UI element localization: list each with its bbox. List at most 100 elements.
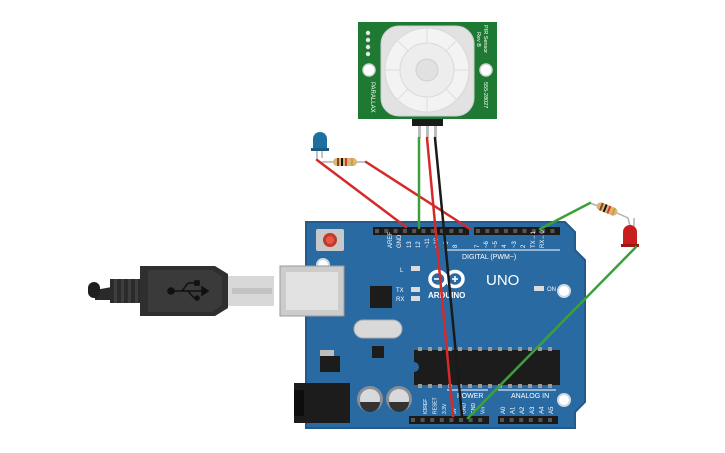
digital-pin-label: 7 xyxy=(475,244,481,248)
header-pin-hole[interactable] xyxy=(459,418,463,422)
small-chip xyxy=(372,346,384,358)
chip-pin xyxy=(488,347,492,351)
header-pin-hole[interactable] xyxy=(541,229,546,233)
on-label: ON xyxy=(547,287,556,293)
pir-part-number: 555-28027 xyxy=(482,82,488,108)
chip-pin xyxy=(428,347,432,351)
digital-pin-label: ~6 xyxy=(484,240,490,248)
analog-pin-label: A2 xyxy=(520,406,526,414)
header-pin-hole[interactable] xyxy=(500,418,504,422)
header-pin-hole[interactable] xyxy=(478,418,483,422)
analog-label: ANALOG IN xyxy=(511,393,549,400)
header-pin-hole[interactable] xyxy=(384,229,389,233)
chip-pin xyxy=(538,384,542,388)
chip-pin xyxy=(548,347,552,351)
chip-pin xyxy=(548,384,552,388)
chip-pin xyxy=(438,384,442,388)
reset-button[interactable] xyxy=(316,229,344,251)
power-pin-label: Vin xyxy=(481,407,487,414)
header-pin-hole[interactable] xyxy=(519,418,524,422)
wire-blue-led-cathode xyxy=(315,158,408,229)
red-led[interactable] xyxy=(621,217,639,247)
chip-pin xyxy=(438,347,442,351)
analog-pin-label: A4 xyxy=(539,406,545,414)
header-pin-hole[interactable] xyxy=(393,229,398,233)
header-pin-hole[interactable] xyxy=(439,418,444,422)
header-pin-hole[interactable] xyxy=(402,229,407,233)
digital-pin-label: 12 xyxy=(416,241,422,248)
digital-pin-label: AREF xyxy=(388,232,394,248)
header-pin-hole[interactable] xyxy=(522,229,527,233)
chip-pin xyxy=(418,384,422,388)
chip-pin xyxy=(508,384,512,388)
header-pin-hole[interactable] xyxy=(449,229,454,233)
header-pin-hole[interactable] xyxy=(411,418,415,422)
blue-led[interactable] xyxy=(311,132,329,160)
led-tx-label: TX xyxy=(396,288,404,294)
usb-controller-chip xyxy=(370,286,392,308)
header-pin-hole[interactable] xyxy=(509,418,514,422)
header-pin-hole[interactable] xyxy=(440,229,445,233)
analog-pin-label: A1 xyxy=(511,406,517,414)
resistor-red-led[interactable] xyxy=(589,201,629,219)
chip-pin xyxy=(478,347,482,351)
header-pin-hole[interactable] xyxy=(548,418,552,422)
header-pin-hole[interactable] xyxy=(528,418,533,422)
header-pin-hole[interactable] xyxy=(513,229,518,233)
status-leds: L TX RX xyxy=(396,266,420,303)
digital-pin-label: ~11 xyxy=(425,238,431,248)
pir-brand: PARALLAX xyxy=(369,82,375,113)
pir-fresnel-lens xyxy=(380,25,475,117)
digital-pin-label: 8 xyxy=(453,244,459,248)
header-pin-hole[interactable] xyxy=(421,229,426,233)
pir-mount-hole xyxy=(479,63,493,77)
resistor-blue-led[interactable] xyxy=(322,158,366,166)
header-pin-hole[interactable] xyxy=(412,229,417,233)
header-pin-hole[interactable] xyxy=(430,418,435,422)
digital-header xyxy=(373,227,560,235)
power-pin-label: IOREF xyxy=(423,399,429,414)
voltage-regulator xyxy=(320,350,340,372)
header-pin-hole[interactable] xyxy=(458,229,463,233)
header-pin-hole[interactable] xyxy=(375,229,379,233)
header-pin-hole[interactable] xyxy=(468,418,473,422)
header-pin-hole[interactable] xyxy=(485,229,490,233)
pir-sensor[interactable]: PARALLAX PIR Sensor Rev B 555-28027 xyxy=(358,22,497,138)
header-pin-hole[interactable] xyxy=(503,229,508,233)
analog-pin-label: A5 xyxy=(549,406,555,414)
pir-model: PIR Sensor xyxy=(482,25,488,53)
digital-pin-label: TX→1 xyxy=(531,230,537,248)
header-pin-hole[interactable] xyxy=(476,229,480,233)
power-pin-label: 5V xyxy=(452,407,458,414)
arduino-brand: ARDUINO xyxy=(428,291,465,300)
uno-title: UNO xyxy=(486,272,519,289)
header-pin-hole[interactable] xyxy=(531,229,536,233)
led-rx-label: RX xyxy=(396,297,404,303)
header-pin-hole[interactable] xyxy=(420,418,425,422)
wire-pir-signal xyxy=(433,136,464,418)
pir-pin-header xyxy=(412,119,443,126)
wires xyxy=(315,136,638,420)
power-pin-label: 3.3V xyxy=(442,403,448,414)
digital-pin-label: 4 xyxy=(502,244,508,248)
power-pin-label: GND xyxy=(461,403,467,415)
chip-pin xyxy=(498,347,502,351)
header-pin-hole[interactable] xyxy=(449,418,454,422)
power-pin-label: GND xyxy=(471,403,477,415)
chip-pin xyxy=(488,384,492,388)
digital-pin-label: ~9 xyxy=(444,240,450,248)
capacitors xyxy=(357,386,412,412)
usb-logo-icon xyxy=(167,280,210,301)
chip-pin xyxy=(538,347,542,351)
header-pin-hole[interactable] xyxy=(494,229,499,233)
header-pin-hole[interactable] xyxy=(430,229,435,233)
header-pin-hole[interactable] xyxy=(538,418,543,422)
pir-mount-hole xyxy=(362,63,376,77)
led-l-label: L xyxy=(400,268,404,274)
header-pin-hole[interactable] xyxy=(550,229,555,233)
usb-cable[interactable] xyxy=(88,266,274,316)
atmega-microcontroller xyxy=(414,347,560,388)
